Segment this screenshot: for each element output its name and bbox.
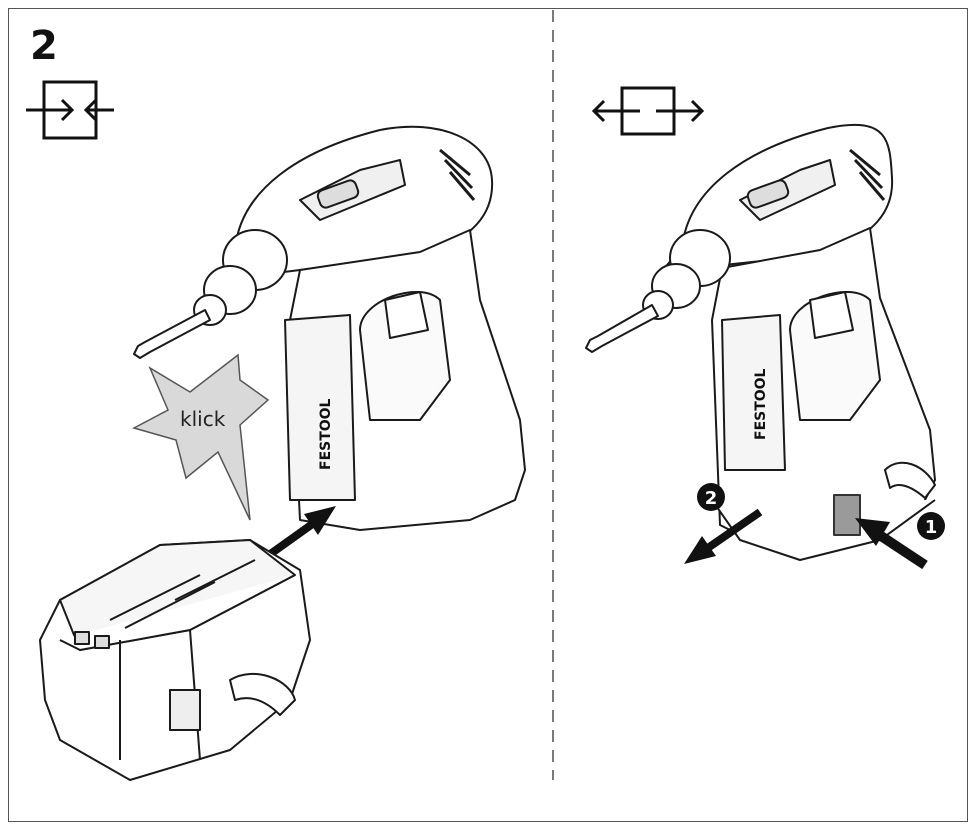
klick-burst: klick (132, 353, 270, 521)
press-arrow (855, 518, 928, 570)
figure-number: 2 (30, 23, 58, 69)
step-badge-2: 2 (697, 483, 725, 511)
brand-label-right: FESTOOL (753, 368, 769, 440)
release-button (833, 494, 861, 536)
insert-battery-icon (26, 80, 114, 140)
klick-label: klick (180, 407, 226, 431)
pull-out-arrow (684, 508, 763, 564)
drill-body-left (133, 125, 526, 531)
brand-label-left: FESTOOL (318, 398, 334, 470)
battery-pack (39, 539, 311, 781)
step-2-label: 2 (705, 488, 718, 509)
remove-battery-icon (591, 86, 705, 136)
burst-shape (132, 353, 270, 521)
step-badge-1: 1 (917, 512, 945, 540)
step-1-label: 1 (925, 517, 938, 538)
figure-frame (8, 8, 968, 822)
drill-body-right (585, 123, 936, 561)
